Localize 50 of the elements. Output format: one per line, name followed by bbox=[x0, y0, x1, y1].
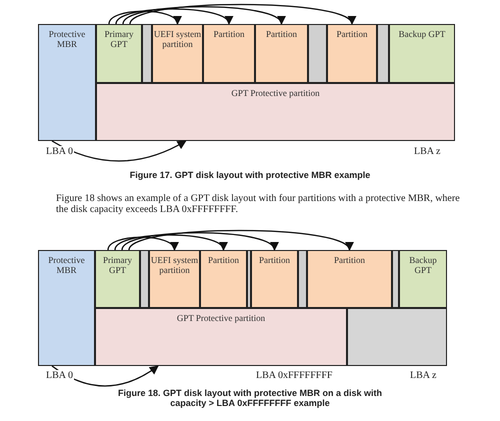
partition-block bbox=[203, 24, 255, 83]
gap-bar bbox=[298, 250, 307, 308]
block-label: Backup GPT bbox=[398, 28, 446, 39]
block-label: Partition bbox=[265, 28, 298, 39]
gap-bar bbox=[392, 250, 399, 308]
arrow bbox=[52, 140, 187, 162]
gap-bar bbox=[247, 250, 251, 308]
partition-block bbox=[251, 250, 298, 308]
block-label: Protective MBR bbox=[48, 28, 86, 49]
partition-block bbox=[255, 24, 308, 83]
protective-partition-block bbox=[95, 308, 347, 366]
block-label: UEFI system partition bbox=[153, 28, 202, 49]
partition-block bbox=[327, 24, 377, 83]
address-label: LBA z bbox=[410, 370, 438, 381]
unused-space-block bbox=[347, 308, 447, 366]
gpt-block bbox=[389, 24, 455, 83]
gap-bar bbox=[377, 24, 389, 83]
gap-bar bbox=[308, 24, 327, 83]
protective-partition-block bbox=[96, 83, 455, 141]
block-label: Primary GPT bbox=[104, 28, 134, 49]
block-label: Partition bbox=[333, 254, 366, 265]
block-label: Primary GPT bbox=[102, 254, 133, 275]
block-label: Partition bbox=[258, 254, 291, 265]
block-label: UEFI system partition bbox=[150, 254, 199, 275]
block-label: GPT Protective partition bbox=[176, 312, 266, 323]
arrow bbox=[52, 365, 159, 387]
block-label: Partition bbox=[212, 28, 246, 39]
address-label: LBA z bbox=[414, 146, 442, 157]
address-label: LBA 0 bbox=[45, 146, 74, 157]
gap-bar bbox=[142, 24, 152, 83]
figure-caption: Figure 18. GPT disk layout with protective MBR on a disk with capacity > LBA 0xFFFFFFFF example bbox=[116, 388, 384, 408]
address-label: LBA 0 bbox=[45, 370, 74, 381]
partition-block bbox=[200, 250, 247, 308]
address-label: LBA 0xFFFFFFFF bbox=[256, 370, 334, 381]
mbr-block bbox=[38, 250, 95, 366]
body-paragraph: Figure 18 shows an example of a GPT disk layout with four partitions with a protective MBR, where the disk capacity exceeds LBA 0xFFFFFFFF. bbox=[56, 193, 461, 215]
gpt-block bbox=[95, 250, 140, 308]
figure-caption: Figure 17. GPT disk layout with protective MBR example bbox=[128, 170, 372, 180]
gpt-block bbox=[399, 250, 447, 308]
gap-bar bbox=[140, 250, 149, 308]
block-label: GPT Protective partition bbox=[230, 87, 321, 98]
partition-block bbox=[152, 24, 203, 83]
mbr-block bbox=[38, 24, 96, 141]
block-label: Protective MBR bbox=[47, 254, 86, 275]
gpt-block bbox=[96, 24, 142, 83]
block-label: Partition bbox=[207, 254, 240, 265]
block-label: Backup GPT bbox=[408, 254, 438, 275]
block-label: Partition bbox=[336, 28, 368, 39]
partition-block bbox=[307, 250, 392, 308]
partition-block bbox=[149, 250, 200, 308]
